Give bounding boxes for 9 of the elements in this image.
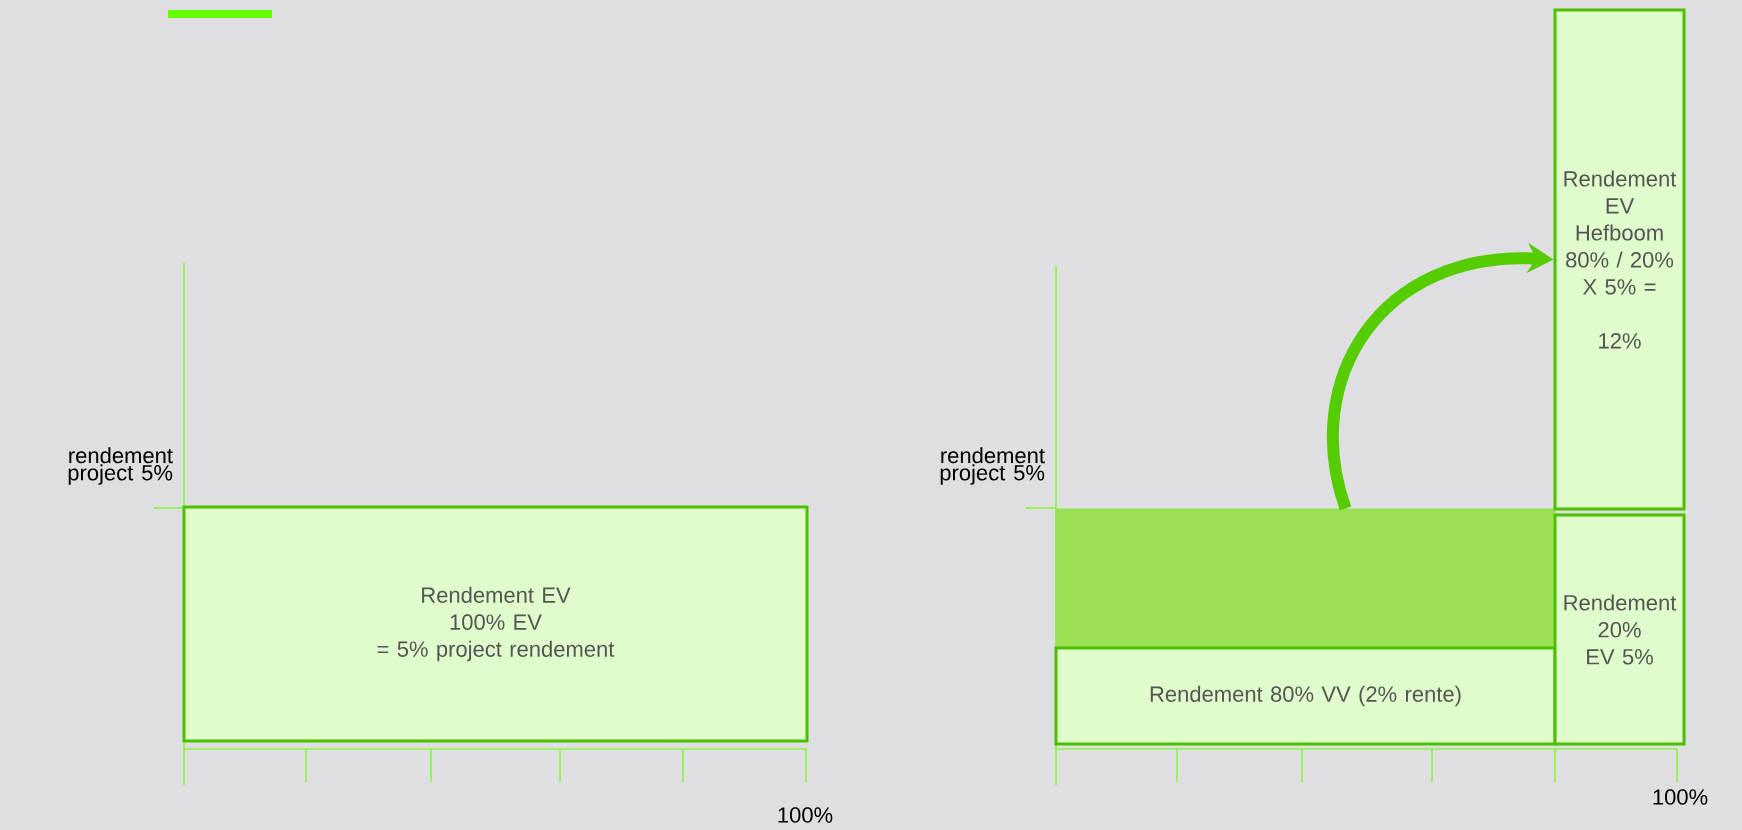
axis-label: 100% [1653, 789, 1708, 805]
result-box: Rendement EV 100% EV = 5% project rendement [182, 505, 809, 743]
result-box: Rendement EV Hefboom 80% / 20% X 5% = 12% [1553, 8, 1686, 511]
result-box: Rendement 80% VV (2% rente) [1054, 646, 1557, 746]
axis-label: rendement project 5% [68, 447, 173, 485]
axis-label: rendement project 5% [940, 447, 1045, 485]
hatched-box [1055, 508, 1556, 649]
axis-label: 100% [778, 807, 833, 823]
result-box: Rendement 20% EV 5% [1553, 513, 1686, 746]
